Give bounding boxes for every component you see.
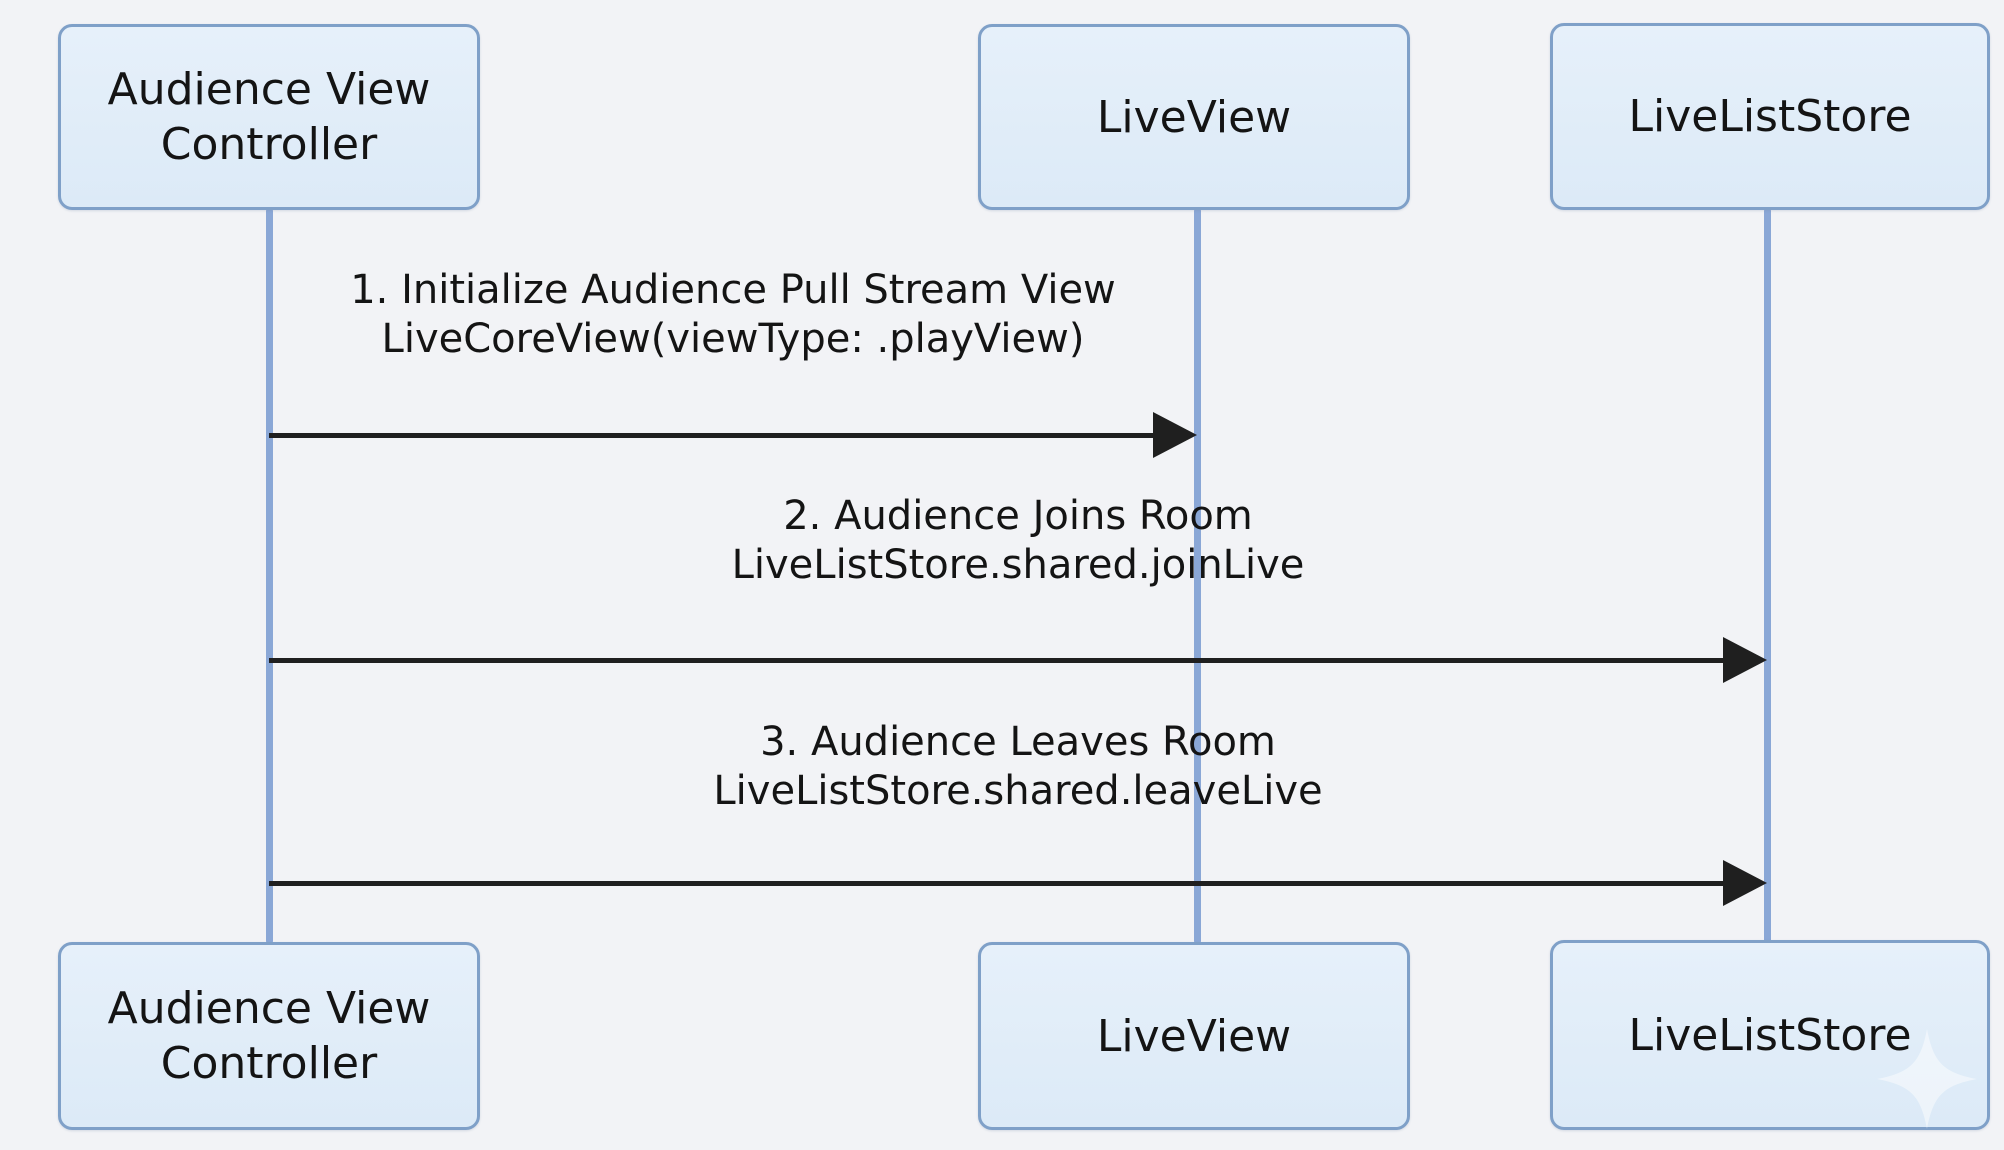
message-3-arrow-line — [269, 881, 1723, 886]
participant-label: LiveView — [1096, 91, 1292, 143]
message-2-label: 2. Audience Joins Room LiveListStore.sha… — [269, 492, 1767, 590]
participant-bottom-box-live-list-store: LiveListStore — [1550, 940, 1990, 1130]
participant-bottom-box-live-view: LiveView — [978, 942, 1410, 1130]
lifeline-live-list-store — [1764, 208, 1771, 944]
participant-top-box-live-list-store: LiveListStore — [1550, 23, 1990, 210]
participant-bottom-box-audience-view-controller: Audience View Controller — [58, 942, 480, 1130]
participant-top-box-audience-view-controller: Audience View Controller — [58, 24, 480, 210]
message-2-code: LiveListStore.shared.joinLive — [731, 541, 1305, 588]
message-1-arrow-line — [269, 433, 1155, 438]
participant-label: Audience View Controller — [107, 983, 431, 1089]
lifeline-live-view — [1194, 208, 1201, 944]
message-1-arrowhead-icon — [1153, 412, 1197, 458]
message-3-label: 3. Audience Leaves Room LiveListStore.sh… — [269, 718, 1767, 816]
message-1-label: 1. Initialize Audience Pull Stream View … — [269, 266, 1197, 364]
message-1-code: LiveCoreView(viewType: .playView) — [381, 315, 1085, 362]
message-2-title: 2. Audience Joins Room — [783, 493, 1253, 539]
message-3-title: 3. Audience Leaves Room — [760, 719, 1276, 765]
participant-label: LiveListStore — [1628, 91, 1912, 142]
lifeline-audience-view-controller — [266, 208, 273, 944]
message-2-arrow-line — [269, 658, 1723, 663]
participant-label: Audience View Controller — [107, 64, 431, 170]
message-3-code: LiveListStore.shared.leaveLive — [713, 767, 1323, 814]
participant-label: LiveView — [1096, 1010, 1292, 1062]
message-1-title: 1. Initialize Audience Pull Stream View — [350, 267, 1116, 313]
participant-label: LiveListStore — [1628, 1009, 1912, 1061]
message-3-arrowhead-icon — [1723, 860, 1767, 906]
participant-top-box-live-view: LiveView — [978, 24, 1410, 210]
message-2-arrowhead-icon — [1723, 637, 1767, 683]
sparkle-icon — [1877, 1029, 1977, 1129]
